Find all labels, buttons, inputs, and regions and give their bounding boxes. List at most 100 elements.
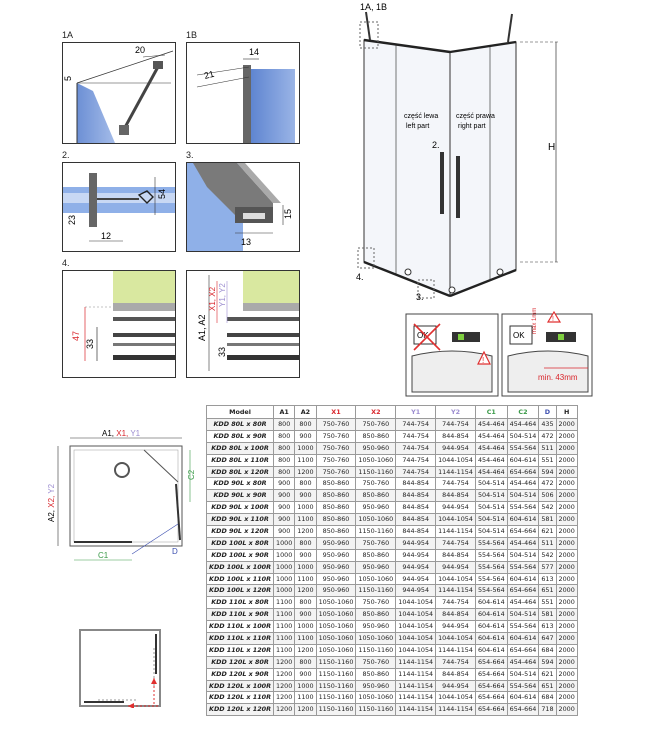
detail-2-panel: 54 23 12 xyxy=(62,162,176,252)
table-cell: 800 xyxy=(273,453,296,467)
table-cell: 800 xyxy=(273,465,296,479)
table-cell: 850-860 xyxy=(315,489,357,503)
table-cell: 1000 xyxy=(273,560,296,574)
table-cell: 1044-1054 xyxy=(395,632,437,645)
table-cell: 2000 xyxy=(555,608,578,622)
table-cell: 1144-1154 xyxy=(395,679,437,693)
table-cell: 604-614 xyxy=(506,513,540,527)
table-cell: 800 xyxy=(294,477,317,491)
door-opening-view xyxy=(78,628,178,709)
table-cell: 454-464 xyxy=(474,429,508,443)
right-part-label-en: right part xyxy=(458,123,486,130)
table-cell: KDD 80L x 100R xyxy=(205,441,275,455)
table-cell: 744-754 xyxy=(395,441,437,455)
d1a-dim-5: 5 xyxy=(63,76,73,81)
ok-label-right: OK xyxy=(513,331,525,340)
table-cell: 1200 xyxy=(273,667,296,681)
table-cell: 554-564 xyxy=(474,536,508,550)
table-cell: 2000 xyxy=(555,489,578,503)
table-cell: 2000 xyxy=(555,632,578,645)
table-cell: 454-464 xyxy=(474,418,508,431)
table-cell: 844-854 xyxy=(435,608,476,622)
table-cell: KDD 110L x 80R xyxy=(205,596,275,610)
table-cell: 604-614 xyxy=(474,643,508,657)
table-cell: 1200 xyxy=(294,465,317,479)
table-cell: 604-614 xyxy=(474,632,508,645)
table-cell: 1050-1060 xyxy=(315,608,357,622)
table-cell: 1100 xyxy=(294,572,317,586)
table-cell: KDD 90L x 100R xyxy=(205,501,275,515)
table-cell: KDD 120L x 100R xyxy=(205,679,275,693)
col-h: H xyxy=(555,405,578,419)
table-cell: 1050-1060 xyxy=(355,453,397,467)
table-cell: 944-954 xyxy=(435,620,476,634)
table-cell: 750-760 xyxy=(315,465,357,479)
table-cell: 504-514 xyxy=(474,501,508,515)
table-cell: KDD 100L x 120R xyxy=(205,584,275,598)
table-cell: 1200 xyxy=(294,643,317,657)
table-cell: 1144-1154 xyxy=(395,667,437,681)
d4b-dim-y: Y1, Y2 xyxy=(218,283,227,307)
table-cell: 900 xyxy=(273,477,296,491)
table-cell: 504-514 xyxy=(506,667,540,681)
table-cell: 1044-1054 xyxy=(435,632,476,645)
table-cell: 1100 xyxy=(273,596,296,610)
detail-1a-drawing: 20 5 xyxy=(63,45,174,143)
table-cell: 944-954 xyxy=(395,572,437,586)
table-cell: 744-754 xyxy=(435,596,476,610)
d3-dim-13: 13 xyxy=(241,237,251,247)
table-cell: 850-860 xyxy=(355,667,397,681)
table-cell: 844-854 xyxy=(395,525,437,538)
plan-top-dim: A1, X1, Y1 xyxy=(102,429,141,438)
table-cell: 2000 xyxy=(555,655,578,669)
table-cell: KDD 120L x 90R xyxy=(205,667,275,681)
table-cell: 2000 xyxy=(555,501,578,515)
table-cell: 604-614 xyxy=(506,632,540,645)
table-cell: 1144-1154 xyxy=(395,703,437,717)
mounting-warning-drawing: OK ! OK ! max 1mm min. 43mm xyxy=(405,308,593,397)
table-cell: 604-614 xyxy=(506,691,540,705)
table-cell: 900 xyxy=(273,501,296,515)
shower-3d-view: H 1A, 1B 4. 3. 2. część lewa left part c… xyxy=(340,0,640,310)
table-cell: 1200 xyxy=(294,703,317,717)
table-cell: 800 xyxy=(294,655,317,669)
table-cell: 454-464 xyxy=(506,655,540,669)
plan-c1: C1 xyxy=(98,551,109,560)
table-cell: 750-760 xyxy=(315,418,357,431)
table-cell: 844-854 xyxy=(395,513,437,527)
table-cell: KDD 120L x 80R xyxy=(205,655,275,669)
table-cell: 621 xyxy=(538,525,557,538)
right-part-label-pl: część prawa xyxy=(456,113,495,120)
table-cell: 1100 xyxy=(273,632,296,645)
table-cell: 1100 xyxy=(273,643,296,657)
main-ref-1a1b: 1A, 1B xyxy=(360,2,387,12)
table-cell: KDD 90L x 80R xyxy=(205,477,275,491)
table-cell: 1044-1054 xyxy=(395,620,437,634)
col-a2: A2 xyxy=(294,405,317,419)
table-cell: 950-960 xyxy=(355,679,397,693)
table-cell: KDD 90L x 110R xyxy=(205,513,275,527)
plan-view-drawing: A1, X1, Y1 A2, X2, Y2 C1 C2 D xyxy=(47,429,196,561)
table-cell: 850-860 xyxy=(355,429,397,443)
table-cell: 1044-1054 xyxy=(435,513,476,527)
table-cell: 504-514 xyxy=(474,489,508,503)
col-x2: X2 xyxy=(355,405,397,419)
table-cell: KDD 120L x 110R xyxy=(205,691,275,705)
label-4: 4. xyxy=(62,258,70,268)
table-cell: 950-960 xyxy=(355,441,397,455)
detail-4b-drawing: A1, A2 X1, X2 Y1, Y2 33 xyxy=(197,271,299,371)
table-cell: 554-564 xyxy=(506,620,540,634)
table-cell: 1144-1154 xyxy=(395,691,437,705)
d3-dim-15: 15 xyxy=(283,209,293,219)
table-cell: 1000 xyxy=(294,560,317,574)
table-cell: 1050-1060 xyxy=(355,513,397,527)
table-cell: 800 xyxy=(273,429,296,443)
table-cell: 1044-1054 xyxy=(395,643,437,657)
